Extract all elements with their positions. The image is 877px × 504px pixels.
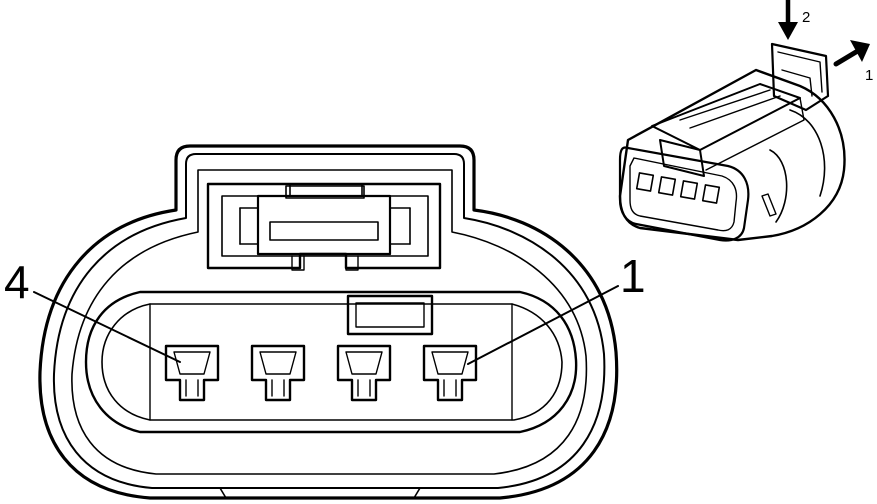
connector-latch xyxy=(206,182,442,271)
terminal-cavity-2 xyxy=(336,344,392,402)
connector-face-view: 4 1 xyxy=(4,144,646,500)
arrow-down-icon xyxy=(778,0,798,40)
connector-isometric-view: 2 1 xyxy=(618,0,873,242)
pin-4-label: 4 xyxy=(4,256,30,308)
terminal-cavity-3 xyxy=(250,344,306,402)
terminal-cavity-frame xyxy=(84,290,578,434)
release-step-2-label: 2 xyxy=(802,9,810,26)
release-step-1-label: 1 xyxy=(865,67,873,84)
connector-lock-slider xyxy=(770,42,830,112)
terminal-cavities xyxy=(164,344,478,402)
arrow-pull-icon xyxy=(833,40,870,67)
connector-front-cavities xyxy=(635,172,721,204)
pin-4-leader-line xyxy=(33,291,181,363)
pin-1-label: 1 xyxy=(620,250,646,302)
terminal-cavity-1 xyxy=(422,344,478,402)
connector-front-face xyxy=(618,146,750,242)
connector-outer-housing xyxy=(38,144,619,500)
pin-1-leader-line xyxy=(467,285,619,365)
polarization-key xyxy=(346,294,434,336)
terminal-cavity-4 xyxy=(164,344,220,402)
